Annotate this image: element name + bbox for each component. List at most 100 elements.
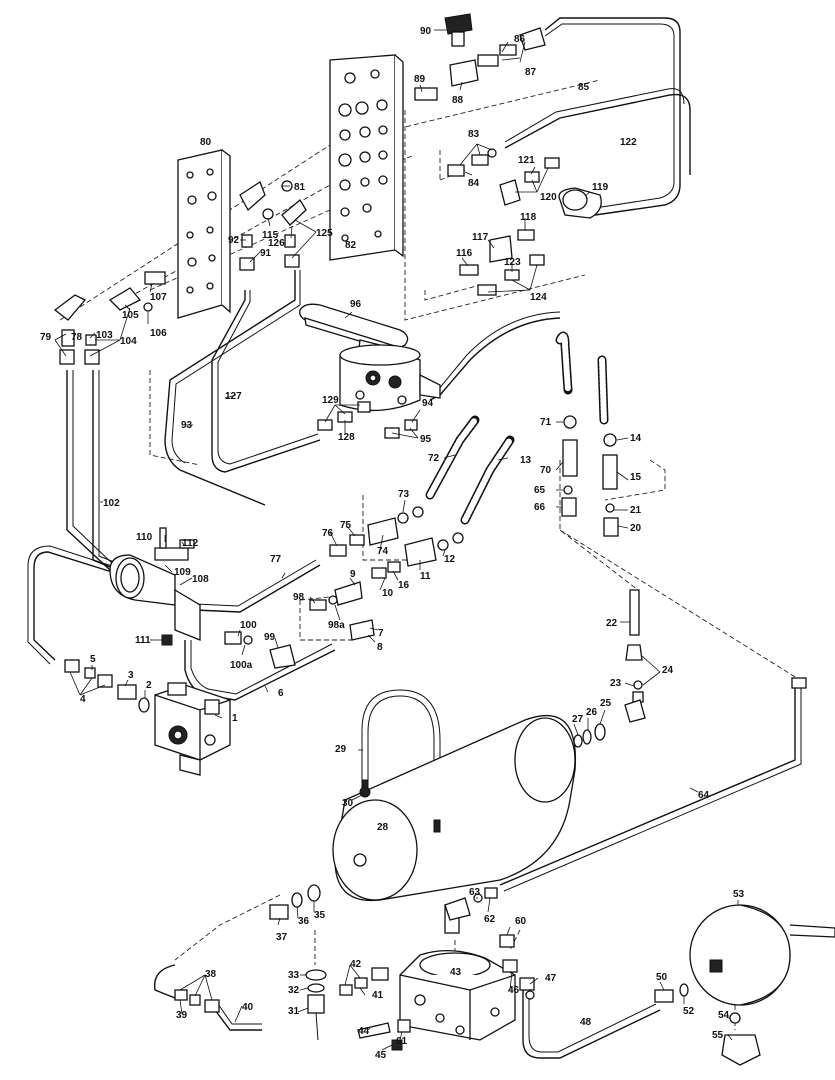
callout-48: 48: [580, 1017, 592, 1028]
foot-brake-valve-96: [299, 303, 441, 412]
callout-75: 75: [340, 520, 352, 531]
callout-90: 90: [420, 26, 432, 37]
callout-20: 20: [630, 523, 642, 534]
callout-103: 103: [96, 330, 113, 341]
callout-8: 8: [377, 642, 383, 653]
callout-73: 73: [398, 489, 410, 500]
callout-118: 118: [520, 212, 537, 223]
callout-63: 63: [469, 887, 481, 898]
callout-116: 116: [456, 248, 473, 259]
callout-1: 1: [232, 713, 238, 724]
callout-74: 74: [377, 546, 389, 557]
callout-111: 111: [135, 635, 151, 646]
callout-46: 46: [508, 985, 520, 996]
callout-117: 117: [472, 232, 489, 243]
air-tank-28: [332, 715, 577, 902]
callout-43: 43: [450, 967, 462, 978]
callout-21: 21: [630, 505, 642, 516]
callout-102: 102: [103, 498, 120, 509]
callout-15: 15: [630, 472, 642, 483]
callout-98a: 98a: [328, 620, 345, 631]
callout-41: 41: [372, 990, 384, 1001]
callout-96: 96: [350, 299, 362, 310]
callout-42: 42: [350, 959, 362, 970]
callout-35: 35: [314, 910, 326, 921]
callout-87: 87: [525, 67, 537, 78]
callout-93: 93: [181, 420, 193, 431]
callout-labels: 1234567891011121314151620212223242526272…: [40, 26, 745, 1061]
callout-38: 38: [205, 969, 217, 980]
callout-33: 33: [288, 970, 300, 981]
callout-121: 121: [518, 155, 535, 166]
callout-61: 61: [396, 1036, 408, 1047]
callout-94: 94: [422, 398, 434, 409]
callout-80: 80: [200, 137, 212, 148]
callout-5: 5: [90, 654, 96, 665]
callout-50: 50: [656, 972, 668, 983]
callout-28: 28: [377, 822, 389, 833]
callout-31: 31: [288, 1006, 300, 1017]
callout-26: 26: [586, 707, 598, 718]
callout-84: 84: [468, 178, 480, 189]
callout-99: 99: [264, 632, 276, 643]
relay-valve-1: [154, 682, 231, 776]
fittings: [53, 13, 807, 1051]
callout-126: 126: [268, 238, 285, 249]
callout-54: 54: [718, 1010, 730, 1021]
callout-24: 24: [662, 665, 674, 676]
callout-83: 83: [468, 129, 480, 140]
callout-52: 52: [683, 1006, 695, 1017]
callout-104: 104: [120, 336, 137, 347]
callout-12: 12: [444, 554, 456, 565]
callout-7: 7: [378, 628, 384, 639]
callout-88: 88: [452, 95, 464, 106]
callout-107: 107: [150, 292, 167, 303]
callout-120: 120: [540, 192, 557, 203]
callout-91: 91: [260, 248, 272, 259]
brake-chamber-53: [689, 904, 835, 1066]
callout-92: 92: [228, 235, 240, 246]
callout-47: 47: [545, 973, 557, 984]
callout-39: 39: [176, 1010, 188, 1021]
callout-109: 109: [174, 567, 191, 578]
callout-85: 85: [578, 82, 590, 93]
callout-89: 89: [414, 74, 426, 85]
callout-27: 27: [572, 714, 584, 725]
callout-72: 72: [428, 453, 440, 464]
callout-100: 100: [240, 620, 257, 631]
callout-78: 78: [71, 332, 83, 343]
callout-10: 10: [382, 588, 394, 599]
callout-100a: 100a: [230, 660, 253, 671]
callout-53: 53: [733, 889, 745, 900]
callout-4: 4: [80, 694, 86, 705]
callout-29: 29: [335, 744, 347, 755]
callout-2: 2: [146, 680, 152, 691]
callout-65: 65: [534, 485, 546, 496]
leader-lines: [54, 29, 739, 1051]
callout-124: 124: [530, 292, 547, 303]
callout-62: 62: [484, 914, 496, 925]
callout-14: 14: [630, 433, 642, 444]
callout-106: 106: [150, 328, 167, 339]
manifold-plate-82: [329, 54, 404, 261]
callout-44: 44: [358, 1026, 370, 1037]
callout-98: 98: [293, 592, 305, 603]
callout-122: 122: [620, 137, 637, 148]
callout-55: 55: [712, 1030, 724, 1041]
callout-95: 95: [420, 434, 432, 445]
callout-32: 32: [288, 985, 300, 996]
callout-36: 36: [298, 916, 310, 927]
callout-23: 23: [610, 678, 622, 689]
callout-25: 25: [600, 698, 612, 709]
callout-115: 115: [262, 230, 279, 241]
callout-3: 3: [128, 670, 134, 681]
callout-123: 123: [504, 257, 521, 268]
callout-6: 6: [278, 688, 284, 699]
callout-86: 86: [514, 34, 526, 45]
callout-77: 77: [270, 554, 282, 565]
callout-119: 119: [592, 182, 609, 193]
callout-125: 125: [316, 228, 333, 239]
callout-45: 45: [375, 1050, 387, 1061]
callout-76: 76: [322, 528, 334, 539]
callout-64: 64: [698, 790, 710, 801]
